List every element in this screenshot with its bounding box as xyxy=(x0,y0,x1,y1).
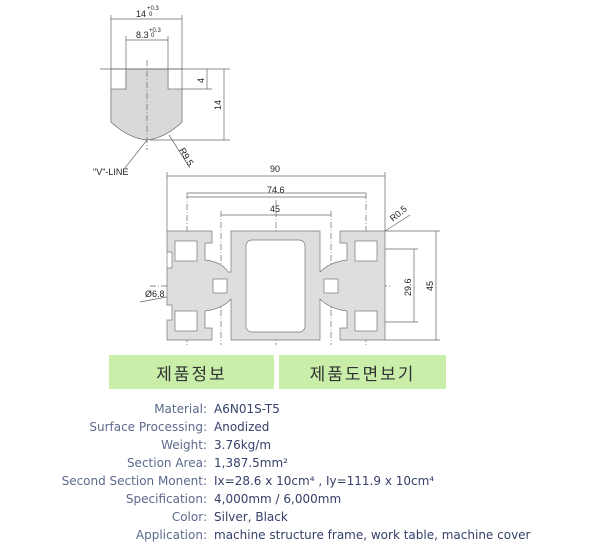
dim-corner-radius: R0.5 xyxy=(388,204,409,224)
spec-value: 1,387.5mm² xyxy=(214,456,288,470)
profile-section xyxy=(139,172,440,345)
spec-value: 4,000mm / 6,000mm xyxy=(214,492,342,506)
spec-value: Ix=28.6 x 10cm⁴ , Iy=111.9 x 10cm⁴ xyxy=(214,474,435,488)
spec-label: Weight: xyxy=(161,438,207,452)
spec-row-section-moment: Second Section Monent: Ix=28.6 x 10cm⁴ , … xyxy=(0,472,600,490)
spec-value: 3.76kg/m xyxy=(214,438,272,452)
dim-slot-depth: 4 xyxy=(196,78,206,83)
view-drawing-button[interactable]: 제품도면보기 xyxy=(279,355,446,389)
spec-value: machine structure frame, work table, mac… xyxy=(214,528,531,542)
dim-radius: R9.5 xyxy=(177,146,195,167)
dim-hole-diameter: Ø6.8 xyxy=(145,289,165,299)
spec-label: Second Section Monent: xyxy=(61,474,207,488)
spec-row-application: Application: machine structure frame, wor… xyxy=(0,526,600,544)
dim-height-total: 45 xyxy=(425,281,435,291)
spec-label: Specification: xyxy=(125,492,207,506)
product-info-button[interactable]: 제품정보 xyxy=(109,355,274,389)
spec-value: A6N01S-T5 xyxy=(214,402,280,416)
spec-label: Surface Processing: xyxy=(89,420,207,434)
profile-technical-drawing: 14 +0.3 0 8.3 +0.3 0 4 14 R9.5 "V"-LINE xyxy=(93,6,440,345)
spec-value: Anodized xyxy=(214,420,270,434)
spec-row-weight: Weight: 3.76kg/m xyxy=(0,436,600,454)
spec-label: Material: xyxy=(154,402,207,416)
spec-label: Section Area: xyxy=(126,456,207,470)
spec-row-material: Material: A6N01S-T5 xyxy=(0,400,600,418)
dim-width-total: 90 xyxy=(270,164,280,174)
dim-tolerance: 0 xyxy=(151,33,155,39)
dim-height-slots: 29.6 xyxy=(403,278,413,296)
dim-tolerance: +0.3 xyxy=(149,28,162,34)
dim-tolerance: 0 xyxy=(149,12,153,18)
spec-row-specification: Specification: 4,000mm / 6,000mm xyxy=(0,490,600,508)
spec-label: Color: xyxy=(171,510,207,524)
v-line-label: "V"-LINE xyxy=(93,167,128,177)
dim-slot-height: 14 xyxy=(213,100,223,110)
dim-width-slots: 74.6 xyxy=(267,185,285,195)
t-slot-detail xyxy=(100,15,230,169)
spec-row-section-area: Section Area: 1,387.5mm² xyxy=(0,454,600,472)
spec-value: Silver, Black xyxy=(214,510,288,524)
dim-slot-opening: 8.3 xyxy=(136,30,149,40)
spec-label: Application: xyxy=(135,528,207,542)
dim-slot-width: 14 xyxy=(136,9,146,19)
dim-tolerance: +0.3 xyxy=(147,6,160,12)
spec-row-color: Color: Silver, Black xyxy=(0,508,600,526)
dim-width-center: 45 xyxy=(270,204,280,214)
spec-row-surface: Surface Processing: Anodized xyxy=(0,418,600,436)
